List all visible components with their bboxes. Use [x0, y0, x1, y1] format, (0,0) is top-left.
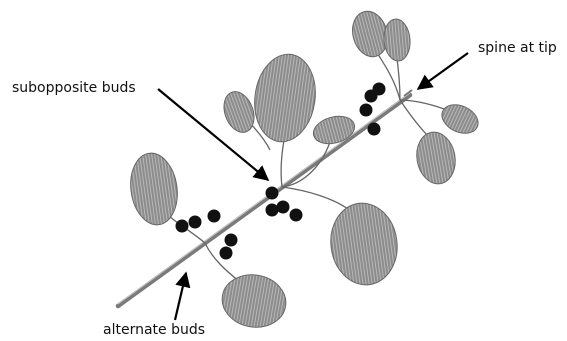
leaf [326, 199, 403, 289]
label-subopposite-buds: subopposite buds [12, 80, 136, 96]
leaf [126, 150, 182, 228]
bud [189, 216, 202, 229]
leaf [249, 50, 321, 145]
bud [266, 204, 279, 217]
bud [266, 187, 279, 200]
bud [368, 123, 381, 136]
spine-arrow [418, 53, 468, 89]
leaf [413, 129, 459, 187]
bud [176, 220, 189, 233]
alternate-arrow [175, 273, 186, 320]
subopposite-arrow [158, 89, 268, 180]
leaf [218, 270, 290, 332]
leaf [437, 99, 482, 139]
bud [225, 234, 238, 247]
bud [277, 201, 290, 214]
leaf [310, 112, 357, 148]
label-alternate-buds: alternate buds [103, 322, 205, 338]
bud [360, 104, 373, 117]
leaf [382, 18, 412, 62]
bud [373, 83, 386, 96]
label-spine-at-tip: spine at tip [478, 40, 557, 56]
leaf [219, 87, 260, 136]
bud [290, 209, 303, 222]
bud [220, 247, 233, 260]
bud [208, 210, 221, 223]
